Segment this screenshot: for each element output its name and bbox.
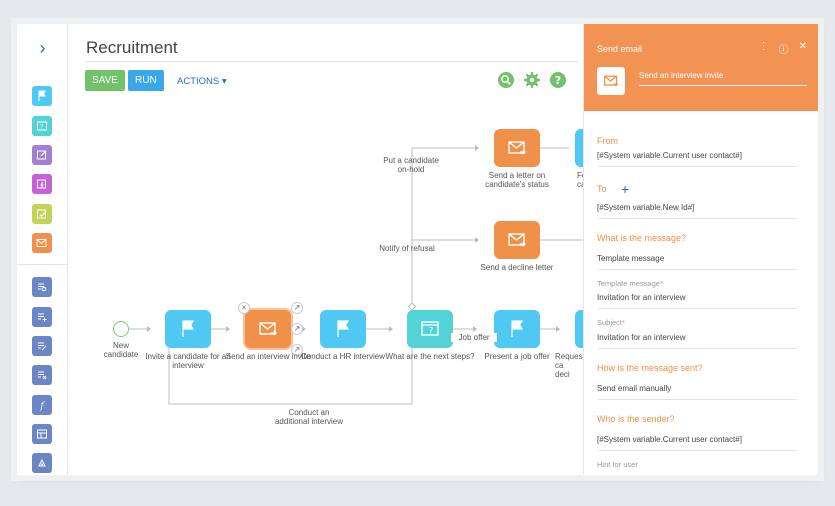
node-present-offer[interactable] xyxy=(494,310,540,348)
add-recipient-icon[interactable]: + xyxy=(621,181,630,197)
process-canvas[interactable]: New candidate Invite a candidate for an … xyxy=(69,104,621,475)
from-field[interactable]: [#System variable.Current user contact#] xyxy=(597,151,797,167)
chevron-down-icon: ▾ xyxy=(221,76,227,87)
decision-tool-icon[interactable]: ? xyxy=(32,116,52,136)
actions-label: ACTIONS xyxy=(177,76,220,87)
element-toolbar: › ? f xyxy=(17,24,68,475)
script-task-tool-icon[interactable] xyxy=(32,174,52,194)
node-conduct-hr[interactable] xyxy=(320,310,366,348)
toolbar-separator xyxy=(17,264,68,265)
send-email-tool-icon[interactable] xyxy=(32,233,52,253)
info-icon[interactable]: ⓘ xyxy=(778,45,789,56)
node-conduct-hr-label: Conduct a HR interview xyxy=(300,352,386,361)
panel-header-actions: ⋮ ⓘ ✕ xyxy=(759,41,807,56)
search-icon[interactable] xyxy=(497,71,515,89)
sender-field[interactable]: [#System variable.Current user contact#] xyxy=(597,435,797,451)
flag-icon xyxy=(337,320,350,337)
edit-page-tool-icon[interactable] xyxy=(32,145,52,165)
close-icon[interactable]: ✕ xyxy=(798,41,807,52)
subject-label: Subject* xyxy=(597,318,625,327)
node-send-invite-label: Send an interview invite xyxy=(225,352,311,361)
link-node-icon[interactable]: ↗ xyxy=(291,344,303,356)
element-name-underline xyxy=(639,85,807,86)
to-label: To xyxy=(597,184,607,194)
delete-node-icon[interactable]: × xyxy=(238,302,250,314)
calculate-tool-icon[interactable] xyxy=(32,424,52,444)
svg-text:f: f xyxy=(39,402,45,412)
panel-title: Send email xyxy=(597,44,643,54)
run-button[interactable]: RUN xyxy=(128,70,164,91)
from-label: From xyxy=(597,136,618,146)
node-invite-candidate-label: Invite a candidate for an interview xyxy=(145,352,231,370)
svg-text:?: ? xyxy=(555,74,561,87)
flow-label-on-hold: Put a candidate on-hold xyxy=(383,156,439,174)
svg-text:?: ? xyxy=(40,124,43,131)
help-icon[interactable]: ? xyxy=(549,71,567,89)
formula-tool-icon[interactable]: f xyxy=(32,395,52,415)
node-send-invite[interactable] xyxy=(245,310,291,348)
link-node-icon[interactable]: ↗ xyxy=(291,323,303,335)
envelope-icon xyxy=(508,141,526,155)
title-underline xyxy=(86,61,578,62)
node-next-steps-label: What are the next steps? xyxy=(385,352,475,361)
actions-menu[interactable]: ACTIONS ▾ xyxy=(177,76,227,87)
page-title: Recruitment xyxy=(86,38,178,57)
flow-label-refusal: Notify of refusal xyxy=(379,244,435,253)
send-method-section-title: How is the message sent? xyxy=(597,363,703,373)
call-subprocess-tool-icon[interactable] xyxy=(32,453,52,473)
template-field[interactable]: Invitation for an interview xyxy=(597,293,797,309)
subject-field[interactable]: Invitation for an interview xyxy=(597,333,797,349)
send-method-select[interactable]: Send email manually xyxy=(597,384,797,400)
flag-icon xyxy=(511,320,524,337)
message-type-select[interactable]: Template message xyxy=(597,254,797,270)
decision-icon: ? xyxy=(421,321,439,337)
node-send-status-letter[interactable] xyxy=(494,129,540,167)
start-event-label: New candidate xyxy=(103,341,139,359)
node-send-decline[interactable] xyxy=(494,221,540,259)
delete-data-tool-icon[interactable] xyxy=(32,365,52,385)
node-next-steps[interactable]: ? xyxy=(407,310,453,348)
more-menu-icon[interactable]: ⋮ xyxy=(758,41,769,52)
envelope-icon xyxy=(508,233,526,247)
template-label: Template message* xyxy=(597,279,663,288)
node-send-decline-label: Send a decline letter xyxy=(480,263,554,272)
approval-tool-icon[interactable] xyxy=(32,204,52,224)
flow-label-additional-interview: Conduct an additional interview xyxy=(274,408,344,426)
process-designer-window: › ? f xyxy=(17,24,818,475)
link-node-icon[interactable]: ↗ xyxy=(291,302,303,314)
expand-toolbar-button[interactable]: › xyxy=(39,38,46,58)
required-mark: * xyxy=(622,318,625,327)
svg-text:?: ? xyxy=(429,327,434,337)
send-email-element-icon xyxy=(597,67,625,95)
gear-icon[interactable] xyxy=(523,71,541,89)
modify-data-tool-icon[interactable] xyxy=(32,336,52,356)
element-properties-panel: Send email ⋮ ⓘ ✕ Send an interview invit… xyxy=(583,24,818,475)
panel-header: Send email ⋮ ⓘ ✕ Send an interview invit… xyxy=(584,24,818,111)
required-mark: * xyxy=(659,279,663,288)
node-request-decision-label: Request ca deci xyxy=(555,352,585,379)
hint-label: Hint for user xyxy=(597,460,638,469)
message-section-title: What is the message? xyxy=(597,233,687,243)
save-button[interactable]: SAVE xyxy=(85,70,125,91)
start-event[interactable] xyxy=(113,321,129,337)
user-task-tool-icon[interactable] xyxy=(32,86,52,106)
add-data-tool-icon[interactable] xyxy=(32,307,52,327)
sender-section-title: Who is the sender? xyxy=(597,414,675,424)
node-invite-candidate[interactable] xyxy=(165,310,211,348)
envelope-icon xyxy=(259,322,277,336)
node-send-status-letter-label: Send a letter on candidate's status xyxy=(485,171,549,189)
node-present-offer-label: Present a job offer xyxy=(484,352,550,361)
to-field[interactable]: [#System variable.New Id#] xyxy=(597,203,797,219)
read-data-tool-icon[interactable] xyxy=(32,277,52,297)
flow-label-job-offer: Job offer xyxy=(451,333,497,342)
element-name-input[interactable]: Send an interview invite xyxy=(639,71,724,80)
flag-icon xyxy=(182,320,195,337)
